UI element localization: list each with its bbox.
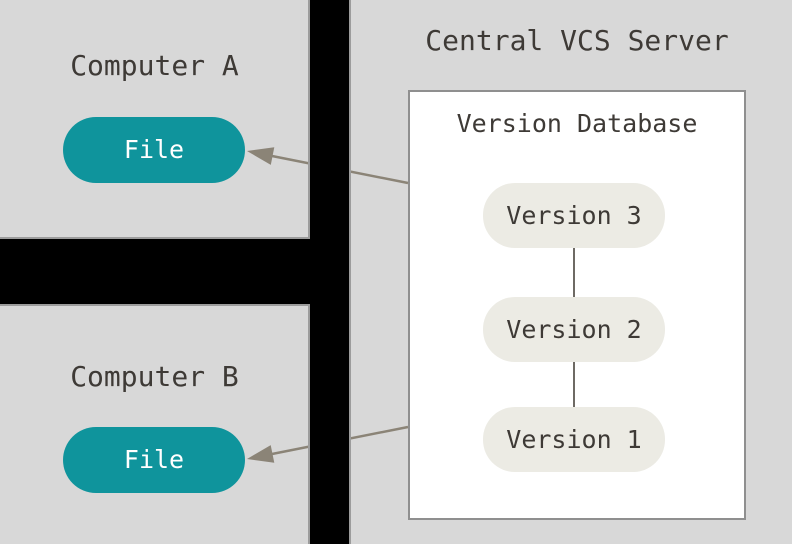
version-1-node: Version 1 [483, 407, 665, 472]
computer-b-file-node: File [63, 427, 245, 493]
computer-b-panel: Computer B File [0, 305, 309, 544]
version-2-node: Version 2 [483, 297, 665, 362]
version-database-title: Version Database [456, 109, 698, 138]
computer-a-panel: Computer A File [0, 0, 309, 238]
connector-v3-v2 [573, 248, 575, 297]
computer-b-title: Computer B [70, 360, 239, 393]
version-database-box: Version Database Version 3 Version 2 Ver… [408, 90, 746, 520]
version-3-node: Version 3 [483, 183, 665, 248]
central-vcs-server-title: Central VCS Server [425, 24, 729, 57]
connector-v2-v1 [573, 362, 575, 407]
computer-a-title: Computer A [70, 49, 239, 82]
computer-a-file-node: File [63, 117, 245, 183]
